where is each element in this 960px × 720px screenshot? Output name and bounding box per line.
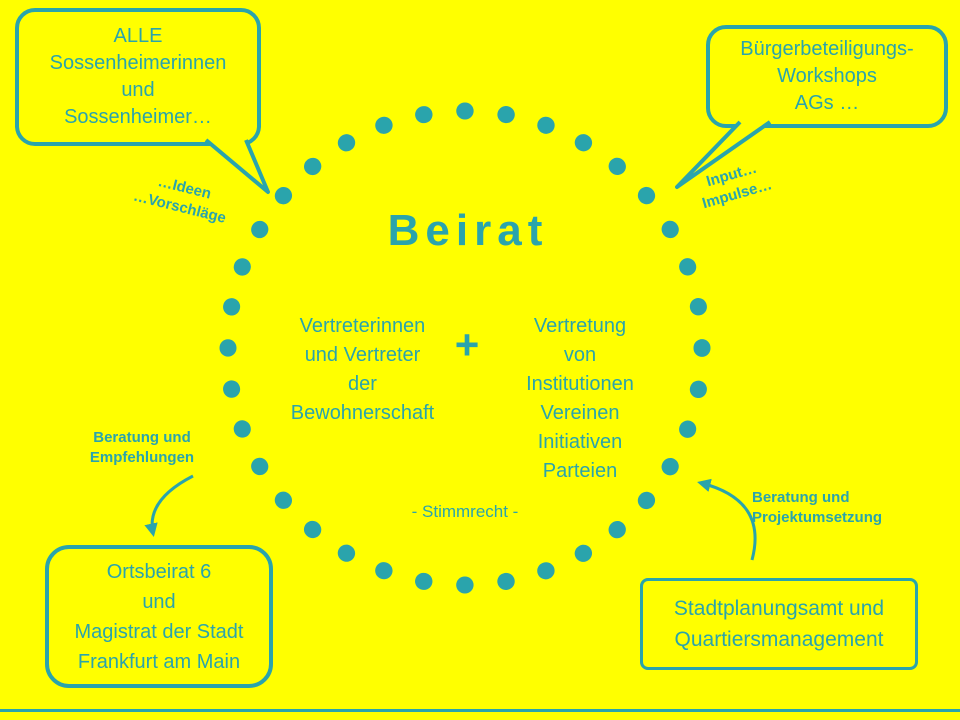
beirat-title: Beirat bbox=[387, 206, 549, 255]
speech-tail-left bbox=[204, 138, 270, 194]
plus-sign: + bbox=[454, 321, 480, 368]
stimmrecht-note: - Stimmrecht - bbox=[411, 502, 519, 521]
bottom-divider bbox=[0, 709, 960, 712]
arrow-from-stadtplanungsamt bbox=[697, 478, 757, 561]
label-input-impulse: Input…Impulse… bbox=[700, 159, 774, 213]
arrow-to-ortsbeirat bbox=[144, 474, 194, 537]
label-ideen-vorschlaege: …Ideen…Vorschläge bbox=[131, 173, 228, 227]
